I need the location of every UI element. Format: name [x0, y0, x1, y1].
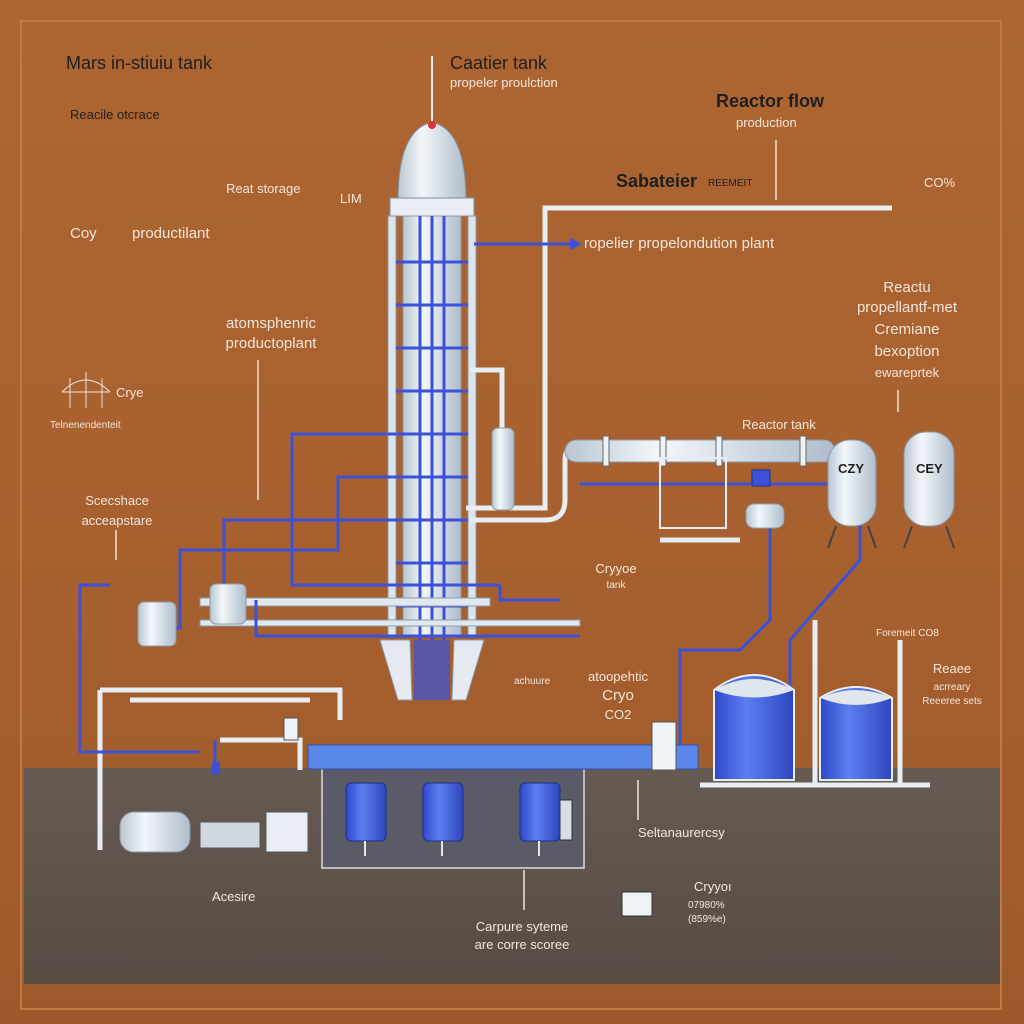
tank-badge-label-2: CEY	[916, 461, 943, 476]
crye-icon	[61, 372, 111, 408]
diagram-frame	[20, 20, 1002, 1010]
production-label: production	[736, 115, 797, 130]
cryyor-label-2: 07980%	[688, 900, 725, 911]
co2-top-label: CO%	[924, 175, 956, 190]
reaee-label-1: Reaee	[932, 661, 972, 676]
acesire-label: Acesire	[212, 889, 256, 904]
reactor-propellant-label-1: Reactu	[883, 279, 931, 296]
reactor-propellant-label-5: ewareprtek	[874, 365, 940, 380]
acheure-label: achuure	[514, 676, 551, 687]
crye-label: Crye	[116, 385, 144, 400]
reemeit-label: REEMEIT	[708, 178, 753, 189]
main-white-header	[564, 435, 836, 467]
tank-badge-label-1: CZY	[838, 461, 864, 476]
blue-platform	[307, 744, 699, 770]
cryoe-tank-label-2: tank	[606, 580, 626, 591]
atmospheric-label-2: productoplant	[225, 335, 317, 352]
reactor-propellant-label-3: Cremiane	[874, 321, 940, 338]
cryyor-label-3: (859%e)	[688, 914, 726, 925]
reaee-label-3: Reeeree sets	[922, 696, 982, 707]
underground-tanks	[345, 782, 573, 856]
scecshace-label-1: Scecshace	[85, 493, 149, 508]
flow-arrow-head	[570, 238, 582, 250]
capture-label-1: Carpure syteme	[475, 919, 569, 934]
crye-sub-label: Telnenendenteit	[50, 420, 121, 431]
selta-label: Seltanaurercsy	[638, 825, 725, 840]
scecshace-label-2: acceapstare	[81, 513, 153, 528]
atmospheric-label-1: atomsphenric	[225, 315, 317, 332]
atoopeptic-label-1: atoopehtic	[588, 669, 648, 684]
react-storage-label: Reat storage	[226, 181, 301, 196]
central-tower	[199, 56, 581, 701]
atoopeptic-label-2: Cryo	[602, 687, 634, 704]
capture-label-2: are corre scoree	[474, 937, 570, 952]
propeller-production-label: propeler proulction	[450, 75, 558, 90]
propelier-plant-label: ropelier propelondution plant	[584, 235, 775, 252]
reactor-co2-label: Foremeit CO8	[876, 628, 939, 639]
productilant-label: productilant	[132, 225, 210, 242]
coy-label: Coy	[70, 225, 97, 242]
reactor-tanks-white	[827, 431, 955, 549]
reactor-storage-top-label: Reacile otcrace	[70, 107, 160, 122]
sabateier-label: Sabateier	[616, 171, 698, 191]
reactor-flow-label: Reactor flow	[716, 91, 825, 111]
caatier-tank-label: Caatier tank	[450, 53, 548, 73]
reactor-propellant-label-2: propellantf-met	[856, 299, 958, 316]
cryyor-label-1: Cryyoı	[694, 879, 732, 894]
valves-and-fixtures	[119, 427, 785, 917]
atoopeptic-label-3: CO2	[604, 707, 632, 722]
blue-storage-tanks	[713, 674, 893, 781]
title-label: Mars in-stiuiu tank	[66, 53, 213, 73]
lim-label: LIМ	[340, 191, 362, 206]
reaee-label-2: acrreary	[933, 682, 971, 693]
reactor-tank-label: Reactor tank	[742, 417, 816, 432]
pointer-leaders	[115, 140, 899, 910]
cryoe-tank-label-1: Cryyoe	[595, 561, 637, 576]
reactor-propellant-label-4: bexoption	[874, 343, 940, 360]
